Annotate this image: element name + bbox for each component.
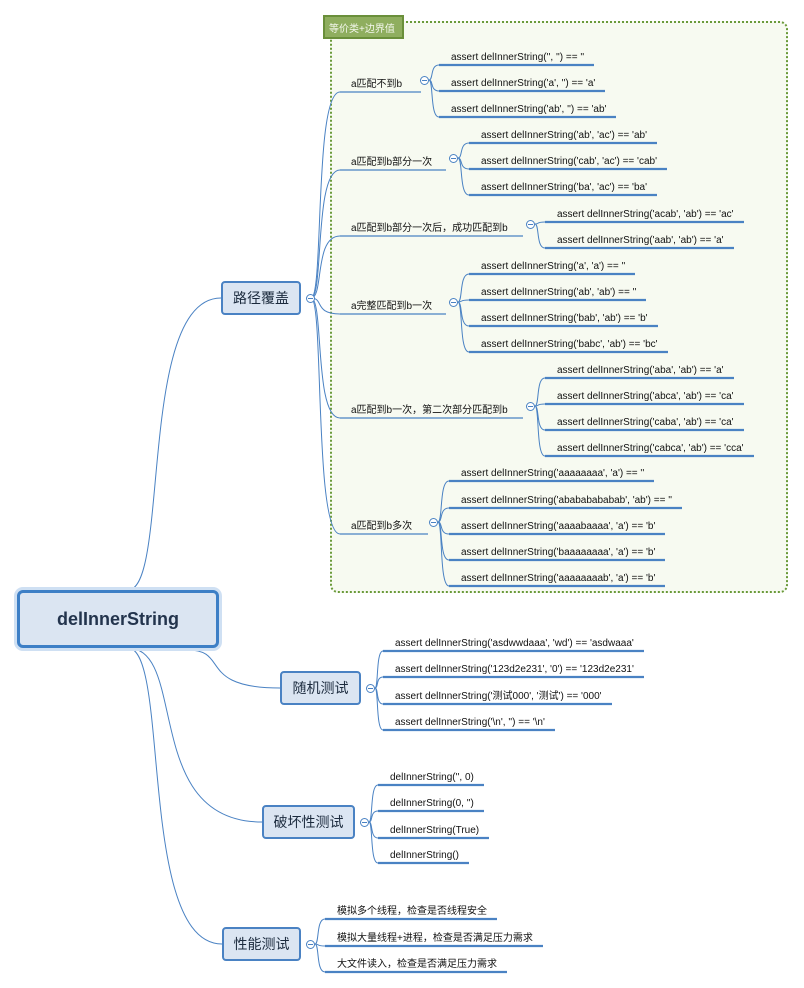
list-link-3-2 (314, 943, 326, 973)
case-link-1-2 (457, 157, 470, 196)
branch-node-0[interactable]: 路径覆盖 (221, 281, 301, 315)
group-label-0[interactable]: a匹配不到b (351, 79, 403, 90)
branch-node-3[interactable]: 性能测试 (222, 927, 301, 961)
list-item-3-2[interactable]: 大文件读入，检查是否满足压力需求 (337, 959, 497, 970)
case-label-0-0[interactable]: assert delInnerString('', '') == '' (451, 52, 585, 63)
case-label-1-1[interactable]: assert delInnerString('cab', 'ac') == 'c… (481, 156, 657, 167)
collapse-toggle-1[interactable] (366, 684, 375, 693)
collapse-toggle-2[interactable] (360, 818, 369, 827)
group-collapse-3[interactable] (449, 298, 458, 307)
case-label-3-1[interactable]: assert delInnerString('ab', 'ab') == '' (481, 287, 637, 298)
case-link-0-0 (428, 64, 440, 81)
list-item-1-2[interactable]: assert delInnerString('测试000', '测试') == … (395, 691, 602, 702)
boundary-label[interactable]: 等价类+边界值 (323, 15, 404, 39)
group-link-0 (310, 91, 341, 299)
group-collapse-0[interactable] (420, 76, 429, 85)
group-label-3[interactable]: a完整匹配到b一次 (351, 301, 433, 312)
case-link-3-3 (457, 301, 470, 353)
case-link-3-0 (457, 273, 470, 303)
case-link-0-2 (428, 79, 440, 118)
group-link-5 (310, 297, 341, 535)
case-link-5-0 (437, 480, 450, 523)
branch-link-2 (127, 647, 263, 823)
list-link-2-1 (368, 810, 379, 823)
list-item-2-0[interactable]: delInnerString('', 0) (390, 772, 474, 783)
group-label-4[interactable]: a匹配到b一次，第二次部分匹配到b (351, 405, 508, 416)
list-item-2-3[interactable]: delInnerString() (390, 850, 459, 861)
group-label-2[interactable]: a匹配到b部分一次后，成功匹配到b (351, 223, 508, 234)
collapse-toggle-0[interactable] (306, 294, 315, 303)
list-item-1-1[interactable]: assert delInnerString('123d2e231', '0') … (395, 664, 634, 675)
case-link-5-1 (437, 507, 450, 523)
case-label-3-2[interactable]: assert delInnerString('bab', 'ab') == 'b… (481, 313, 648, 324)
case-label-1-0[interactable]: assert delInnerString('ab', 'ac') == 'ab… (481, 130, 647, 141)
list-item-3-0[interactable]: 模拟多个线程，检查是否线程安全 (337, 906, 487, 917)
group-collapse-1[interactable] (449, 154, 458, 163)
branch-node-2[interactable]: 破坏性测试 (262, 805, 355, 839)
group-collapse-4[interactable] (526, 402, 535, 411)
list-item-3-1[interactable]: 模拟大量线程+进程，检查是否满足压力需求 (337, 933, 533, 944)
case-label-5-2[interactable]: assert delInnerString('aaaabaaaa', 'a') … (461, 521, 656, 532)
branch-link-0 (127, 297, 222, 591)
branch-link-3 (127, 647, 223, 945)
list-item-1-0[interactable]: assert delInnerString('asdwwdaaa', 'wd')… (395, 638, 634, 649)
case-label-2-1[interactable]: assert delInnerString('aab', 'ab') == 'a… (557, 235, 724, 246)
branch-link-1 (187, 649, 281, 689)
list-link-2-0 (368, 784, 379, 823)
collapse-toggle-3[interactable] (306, 940, 315, 949)
case-label-4-2[interactable]: assert delInnerString('caba', 'ab') == '… (557, 417, 734, 428)
case-label-4-0[interactable]: assert delInnerString('aba', 'ab') == 'a… (557, 365, 724, 376)
case-label-5-3[interactable]: assert delInnerString('baaaaaaaa', 'a') … (461, 547, 656, 558)
case-link-1-0 (457, 142, 470, 159)
case-label-5-1[interactable]: assert delInnerString('abababababab', 'a… (461, 495, 673, 506)
case-link-5-4 (437, 521, 450, 587)
group-link-4 (310, 297, 341, 419)
group-label-5[interactable]: a匹配到b多次 (351, 521, 413, 532)
branch-node-1[interactable]: 随机测试 (280, 671, 361, 705)
case-label-3-0[interactable]: assert delInnerString('a', 'a') == '' (481, 261, 626, 272)
case-label-1-2[interactable]: assert delInnerString('ba', 'ac') == 'ba… (481, 182, 647, 193)
group-collapse-2[interactable] (526, 220, 535, 229)
case-label-5-4[interactable]: assert delInnerString('aaaaaaaab', 'a') … (461, 573, 656, 584)
case-label-2-0[interactable]: assert delInnerString('acab', 'ab') == '… (557, 209, 734, 220)
list-item-2-2[interactable]: delInnerString(True) (390, 825, 480, 836)
case-label-0-1[interactable]: assert delInnerString('a', '') == 'a' (451, 78, 596, 89)
case-link-4-0 (534, 377, 546, 407)
case-link-2-1 (534, 223, 546, 249)
list-link-3-0 (314, 918, 326, 945)
list-item-2-1[interactable]: delInnerString(0, '') (390, 798, 474, 809)
list-item-1-3[interactable]: assert delInnerString('\n', '') == '\n' (395, 717, 545, 728)
list-link-1-1 (374, 676, 384, 689)
case-label-4-3[interactable]: assert delInnerString('cabca', 'ab') == … (557, 443, 744, 454)
case-label-3-3[interactable]: assert delInnerString('babc', 'ab') == '… (481, 339, 658, 350)
group-label-1[interactable]: a匹配到b部分一次 (351, 157, 433, 168)
group-collapse-5[interactable] (429, 518, 438, 527)
case-link-2-0 (534, 221, 546, 225)
list-link-2-3 (368, 821, 379, 864)
case-label-0-2[interactable]: assert delInnerString('ab', '') == 'ab' (451, 104, 607, 115)
case-label-4-1[interactable]: assert delInnerString('abca', 'ab') == '… (557, 391, 734, 402)
group-link-1 (310, 169, 341, 299)
case-label-5-0[interactable]: assert delInnerString('aaaaaaaa', 'a') =… (461, 468, 645, 479)
list-link-1-0 (374, 650, 384, 689)
list-link-1-3 (374, 687, 384, 731)
root-topic[interactable]: delInnerString (17, 590, 219, 648)
case-link-4-3 (534, 405, 546, 457)
